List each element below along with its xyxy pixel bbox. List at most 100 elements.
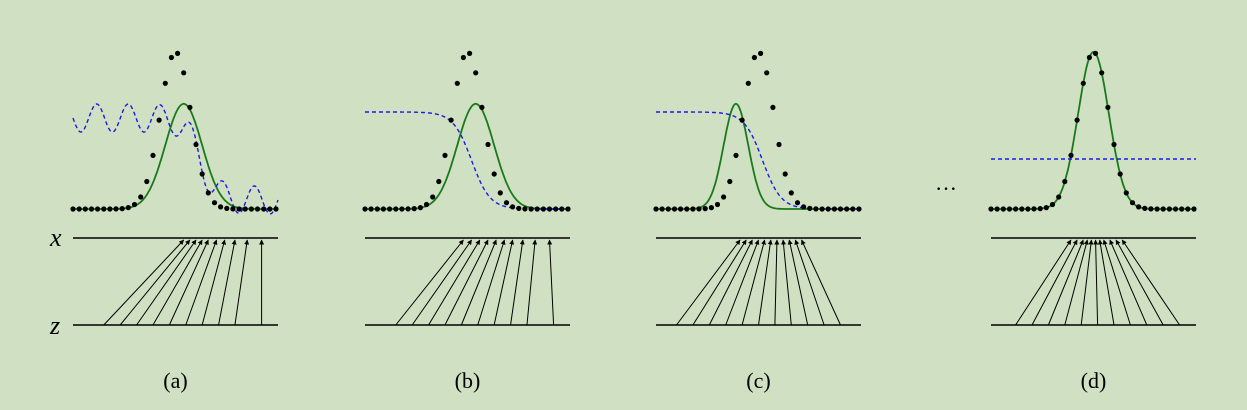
mapping-arrow bbox=[676, 239, 741, 326]
panel-label: (a) bbox=[163, 368, 187, 393]
real-data-point bbox=[205, 190, 211, 196]
real-data-point bbox=[1099, 70, 1105, 76]
real-data-point bbox=[1037, 206, 1043, 212]
mapping-arrow bbox=[787, 239, 809, 326]
real-data-point bbox=[1086, 54, 1092, 61]
real-data-point bbox=[82, 206, 88, 212]
real-data-point bbox=[374, 206, 380, 212]
real-data-point bbox=[1043, 205, 1049, 211]
real-data-point bbox=[430, 194, 436, 200]
real-data-point bbox=[831, 206, 838, 212]
real-data-point bbox=[1166, 206, 1172, 212]
panel-d: (d) bbox=[988, 50, 1197, 393]
mapping-arrow bbox=[781, 239, 792, 326]
real-data-point bbox=[751, 54, 758, 61]
real-data-point bbox=[850, 206, 856, 212]
mapping-arrow bbox=[510, 239, 525, 326]
mapping-arrow bbox=[218, 239, 237, 326]
real-data-point bbox=[144, 178, 150, 185]
real-data-point bbox=[1105, 104, 1111, 110]
mapping-arrow bbox=[1080, 239, 1094, 326]
real-data-point bbox=[684, 206, 690, 212]
real-data-point bbox=[1185, 206, 1191, 212]
mapping-arrow bbox=[708, 239, 753, 326]
real-data-point bbox=[156, 117, 162, 123]
real-data-point bbox=[807, 205, 813, 211]
mapping-arrow bbox=[1015, 239, 1072, 326]
real-data-point bbox=[131, 201, 138, 208]
real-data-point bbox=[70, 206, 76, 212]
real-data-point bbox=[101, 206, 107, 212]
panel-c: (c) bbox=[653, 50, 862, 393]
mapping-arrow bbox=[1031, 239, 1078, 326]
real-data-point bbox=[479, 104, 485, 110]
real-data-point bbox=[733, 152, 739, 158]
real-data-point bbox=[721, 194, 727, 200]
mapping-arrow bbox=[395, 239, 464, 326]
real-data-point bbox=[267, 206, 273, 212]
mapping-arrow bbox=[201, 239, 226, 326]
real-data-point bbox=[819, 206, 825, 212]
panel-label: (b) bbox=[455, 368, 481, 393]
mapping-arrow bbox=[794, 239, 825, 326]
real-data-point bbox=[491, 171, 497, 177]
real-data-point bbox=[107, 206, 113, 212]
real-data-point bbox=[199, 171, 205, 177]
real-data-point bbox=[534, 206, 540, 212]
mapping-arrows bbox=[395, 239, 555, 326]
real-data-distribution bbox=[362, 50, 571, 212]
real-data-point bbox=[837, 206, 844, 212]
real-data-point bbox=[653, 206, 659, 212]
mapping-arrow bbox=[493, 239, 515, 326]
real-data-point bbox=[393, 206, 399, 212]
real-data-point bbox=[254, 206, 261, 212]
discriminator-curve bbox=[72, 103, 279, 215]
real-data-point bbox=[1191, 206, 1197, 212]
real-data-point bbox=[119, 206, 125, 212]
real-data-point bbox=[528, 206, 534, 212]
real-data-point bbox=[739, 117, 745, 123]
real-data-point bbox=[1172, 206, 1179, 212]
real-data-point bbox=[411, 206, 417, 212]
real-data-point bbox=[460, 54, 466, 61]
real-data-point bbox=[522, 206, 528, 212]
real-data-point bbox=[88, 206, 95, 212]
mapping-arrow bbox=[460, 239, 497, 326]
z-axis-label: z bbox=[49, 311, 60, 340]
generator-distribution-curve bbox=[365, 102, 570, 210]
real-data-point bbox=[168, 54, 174, 61]
real-data-point bbox=[448, 117, 454, 123]
real-data-point bbox=[1129, 200, 1136, 206]
mapping-arrow bbox=[428, 239, 481, 326]
real-data-point bbox=[162, 80, 168, 86]
real-data-point bbox=[76, 206, 82, 212]
real-data-point bbox=[702, 206, 708, 212]
real-data-point bbox=[708, 205, 715, 211]
mapping-arrows bbox=[103, 239, 265, 326]
real-data-point bbox=[442, 152, 448, 158]
real-data-point bbox=[1117, 171, 1123, 177]
mapping-arrow bbox=[1121, 239, 1181, 326]
mapping-arrow bbox=[119, 239, 191, 326]
real-data-point bbox=[1080, 80, 1086, 86]
real-data-point bbox=[95, 206, 101, 212]
mapping-arrow bbox=[725, 239, 760, 326]
real-data-point bbox=[690, 206, 696, 212]
mapping-arrow bbox=[692, 239, 747, 326]
mapping-arrow bbox=[185, 239, 218, 326]
mapping-arrows bbox=[676, 239, 841, 326]
real-data-point bbox=[727, 178, 733, 185]
mapping-arrow bbox=[1047, 239, 1084, 326]
mapping-arrow bbox=[1093, 239, 1099, 326]
real-data-point bbox=[745, 80, 751, 86]
real-data-point bbox=[1019, 206, 1025, 212]
mapping-arrows bbox=[1015, 239, 1181, 326]
mapping-arrow bbox=[1109, 239, 1148, 326]
real-data-point bbox=[1006, 206, 1013, 212]
real-data-distribution bbox=[988, 50, 1197, 212]
real-data-point bbox=[485, 141, 491, 148]
panels-layer: (a) (b) (c) (d) bbox=[70, 50, 1197, 393]
real-data-distribution bbox=[70, 50, 279, 212]
panel-label: (d) bbox=[1081, 368, 1107, 393]
